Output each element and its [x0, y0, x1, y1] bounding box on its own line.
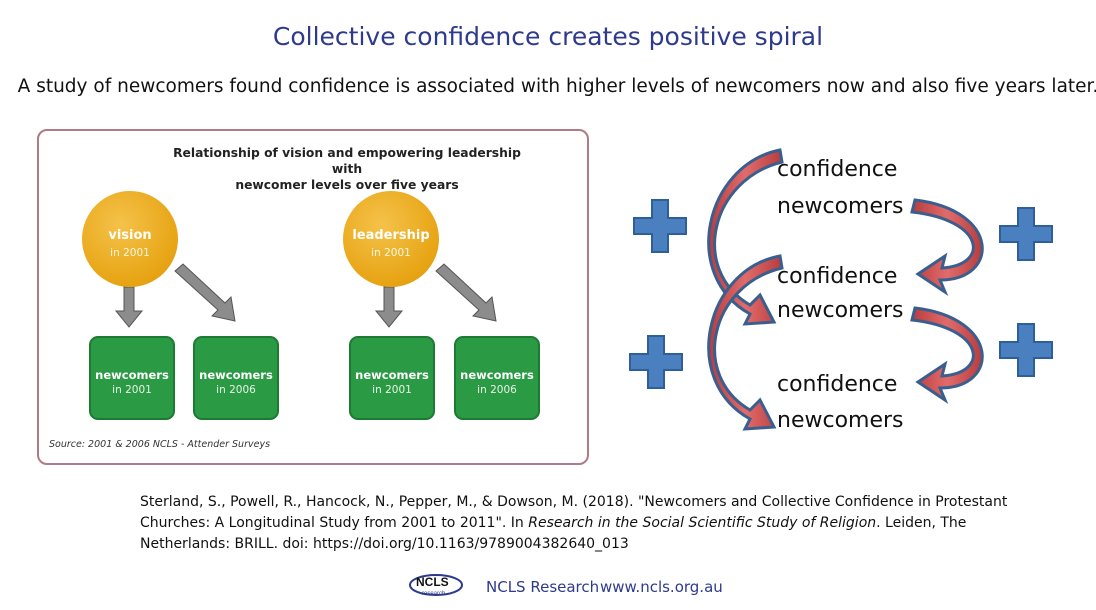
ncls-logo: NCLS research	[409, 574, 463, 597]
newcomers-box-year: in 2006	[216, 384, 256, 396]
panel-title-line1: Relationship of vision and empowering le…	[173, 146, 521, 176]
logo-text: NCLS	[416, 575, 449, 589]
panel-arrows	[114, 263, 497, 328]
spiral-word: newcomers	[777, 194, 904, 219]
newcomers-box: newcomers in 2001	[349, 336, 435, 420]
spiral-arrow-right-1	[910, 198, 984, 296]
newcomers-box-year: in 2006	[477, 384, 517, 396]
arrow-down-leadership	[374, 286, 404, 328]
plus-icon	[633, 199, 687, 253]
page-subtitle: A study of newcomers found confidence is…	[17, 76, 1096, 97]
leadership-label: leadership	[352, 228, 430, 243]
spiral-word: newcomers	[777, 408, 904, 433]
vision-circle: vision in 2001	[82, 191, 178, 287]
citation-part1: Sterland, S., Powell, R., Hancock, N., P…	[140, 494, 1008, 531]
plus-icon	[999, 207, 1053, 261]
spiral-arrow-right-2	[910, 306, 984, 404]
newcomers-box-label: newcomers	[199, 368, 273, 382]
newcomers-box-year: in 2001	[372, 384, 412, 396]
spiral-word: confidence	[777, 372, 898, 397]
citation-part2: . Leiden, The Netherlands: BRILL. doi: h…	[140, 515, 967, 552]
newcomers-box-label: newcomers	[355, 368, 429, 382]
plus-icon	[629, 335, 683, 389]
spiral-word: newcomers	[777, 298, 904, 323]
newcomers-box-label: newcomers	[95, 368, 169, 382]
footer-org: NCLS Research	[486, 578, 600, 596]
newcomers-box-label: newcomers	[460, 368, 534, 382]
spiral-arrow-left-2	[707, 254, 784, 431]
citation: Sterland, S., Powell, R., Hancock, N., P…	[140, 492, 1040, 555]
relationship-panel: Relationship of vision and empowering le…	[37, 129, 589, 465]
plus-icon	[999, 323, 1053, 377]
panel-source: Source: 2001 & 2006 NCLS - Attender Surv…	[49, 439, 271, 450]
arrow-diag-leadership	[435, 263, 497, 322]
spiral-word: confidence	[777, 264, 898, 289]
footer-url[interactable]: www.ncls.org.au	[600, 578, 723, 596]
spiral-arrow-left-1	[707, 148, 784, 326]
leadership-year: in 2001	[371, 247, 411, 259]
citation-journal: Research in the Social Scientific Study …	[528, 515, 877, 531]
arrow-down-vision	[114, 286, 144, 328]
leadership-circle: leadership in 2001	[343, 191, 439, 287]
newcomers-box: newcomers in 2001	[89, 336, 175, 420]
spiral-word: confidence	[777, 157, 898, 182]
panel-title: Relationship of vision and empowering le…	[157, 145, 537, 193]
panel-title-line2: newcomer levels over five years	[235, 178, 459, 192]
vision-label: vision	[108, 228, 152, 243]
newcomers-box: newcomers in 2006	[193, 336, 279, 420]
vision-year: in 2001	[110, 247, 150, 259]
spiral-diagram	[629, 148, 1053, 431]
newcomers-box-year: in 2001	[112, 384, 152, 396]
arrow-diag-vision	[174, 263, 236, 322]
newcomers-box: newcomers in 2006	[454, 336, 540, 420]
page-title: Collective confidence creates positive s…	[272, 22, 824, 51]
logo-subtext: research	[422, 591, 445, 597]
